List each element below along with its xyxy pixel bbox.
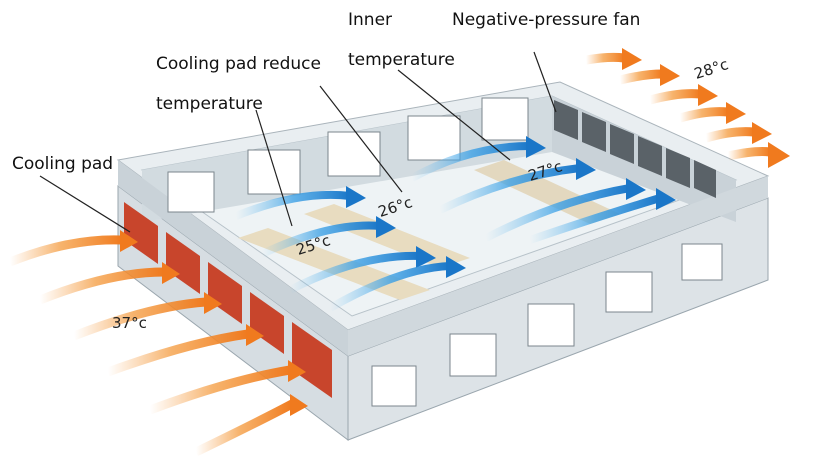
exhaust-arrow [618,69,663,85]
inner-temperature-label-line1: Inner [348,10,393,30]
window [407,115,461,161]
warm-air-arrowhead [290,394,308,416]
window [371,365,417,407]
floor-strip [474,160,620,224]
warm-incoming-arrows [8,230,308,457]
warm-air-arrow [8,235,123,267]
exhaust-arrowhead [698,84,718,106]
cool-air-arrowhead [576,158,596,180]
fan [666,148,690,188]
top-right-edge [348,176,768,356]
cool-air-arrow [438,164,581,214]
exhaust-arrow [585,52,625,65]
floor-strip [304,204,470,268]
exhaust-arrowhead [660,64,680,86]
cool-air-arrow [410,142,531,182]
fan [554,100,578,140]
window [449,333,497,377]
cooling-pad-reduce-label-line2: temperature [156,94,263,114]
exhaust-arrow [704,127,755,143]
exhaust-arrowhead [752,122,772,144]
leader-line-cooling-pad [39,175,131,233]
negative-pressure-fans [554,100,716,198]
cool-air-arrowhead [446,256,466,278]
cool-air-arrow [328,262,451,312]
window [605,271,653,313]
exhaust-arrow [727,147,771,161]
fan [610,124,634,164]
cool-air-arrow [288,251,421,294]
leader-line-pad-reduce [319,85,403,193]
fan [582,112,606,152]
cooling-pads [124,202,332,398]
exhaust-arrows [585,48,790,168]
cooling-pad-label: Cooling pad [12,154,114,174]
exhaust-arrow [648,89,701,105]
fan [694,160,716,198]
right-wall-windows [371,243,723,407]
outside-temperature: 37°c [112,314,147,332]
cool-air-arrow [484,184,631,242]
window [167,171,215,213]
window [681,243,723,281]
cool-air-arrowhead [656,188,676,210]
cooling-pad-panel [208,262,242,324]
negative-pressure-fan-label: Negative-pressure fan [452,10,641,30]
leader-line-fan [533,51,557,113]
cool-air-arrowhead [376,216,396,238]
leader-line-pad-reduce [255,109,293,227]
leader-lines [39,51,557,233]
cooling-pad-panel [292,322,332,398]
cool-air-arrows [234,136,676,312]
warm-air-arrow [38,267,165,305]
warm-air-arrowhead [120,230,138,252]
cooling-pad-panel [166,232,200,294]
warm-air-arrowhead [162,262,180,284]
exhaust-arrowhead [768,142,790,168]
cool-air-arrowhead [626,178,646,200]
window [527,303,575,347]
cooling-pad-panel [124,202,158,264]
warm-air-arrowhead [204,292,222,314]
exhaust-arrow [678,107,729,123]
cooling-pad-panel [250,292,284,354]
fan [638,136,662,176]
warm-air-arrow [72,297,207,341]
back-wall-windows [167,97,529,213]
warm-air-arrowhead [246,324,264,346]
cool-air-arrow [260,221,381,258]
window [481,97,529,141]
cooling-pad-reduce-label-line1: Cooling pad reduce [156,54,321,74]
cool-air-arrowhead [416,246,436,268]
cool-air-arrowhead [526,136,546,158]
cool-air-arrow [528,194,662,244]
exhaust-arrowhead [726,102,746,124]
window [247,149,301,195]
warm-air-arrow [148,365,291,415]
cool-air-arrowhead [346,186,366,208]
warm-air-arrow [106,329,249,377]
warm-air-arrowhead [288,360,306,382]
warm-air-arrow [194,400,295,457]
inner-temperature-label-line2: temperature [348,50,455,70]
leader-line-inner [397,69,511,161]
window [327,131,381,177]
cool-air-arrow [234,190,351,220]
exhaust-arrowhead [622,48,642,70]
